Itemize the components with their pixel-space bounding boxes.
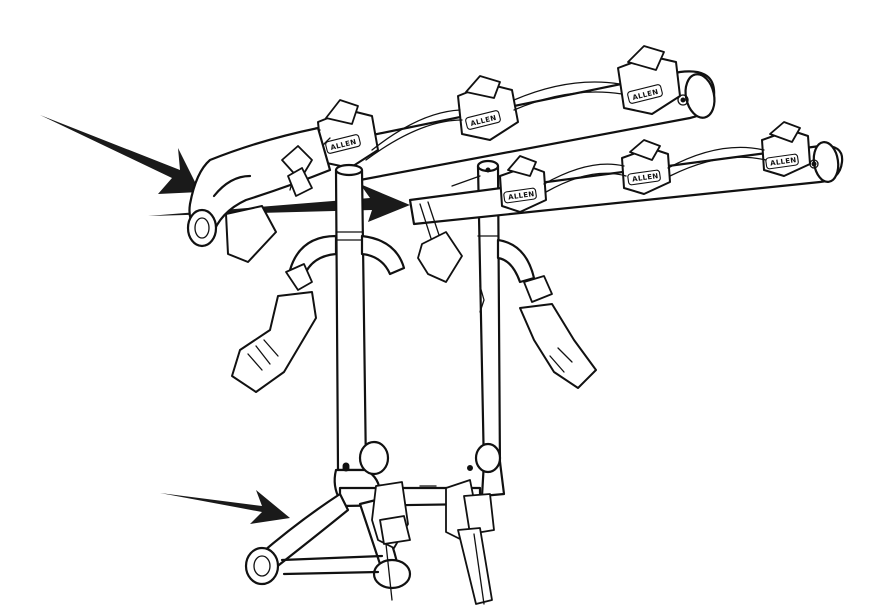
lower-cradle-2: ALLEN [621,139,671,195]
lower-cradle-1: ALLEN [499,155,547,213]
brand-logo: ALLEN [770,156,797,168]
right-curved-arm [496,238,536,284]
lower-cradle-3: ALLEN [761,121,811,177]
right-hanging-cradle [519,275,597,389]
upper-cradle-1: ALLEN [317,99,379,169]
left-support-frame [186,126,332,263]
pointer-arrow-top [40,115,200,194]
upper-cradle-2: ALLEN [457,75,519,141]
brand-logo: ALLEN [508,190,535,202]
upper-cradle-3: ALLEN [617,45,681,115]
brand-logo: ALLEN [632,172,659,184]
pointer-arrow-bottom [160,490,290,524]
left-upright-tube [334,163,368,472]
left-hanging-cradle [231,263,317,393]
right-upright-tube [476,159,502,472]
base-straps [371,465,495,605]
hanging-strap [417,231,463,283]
